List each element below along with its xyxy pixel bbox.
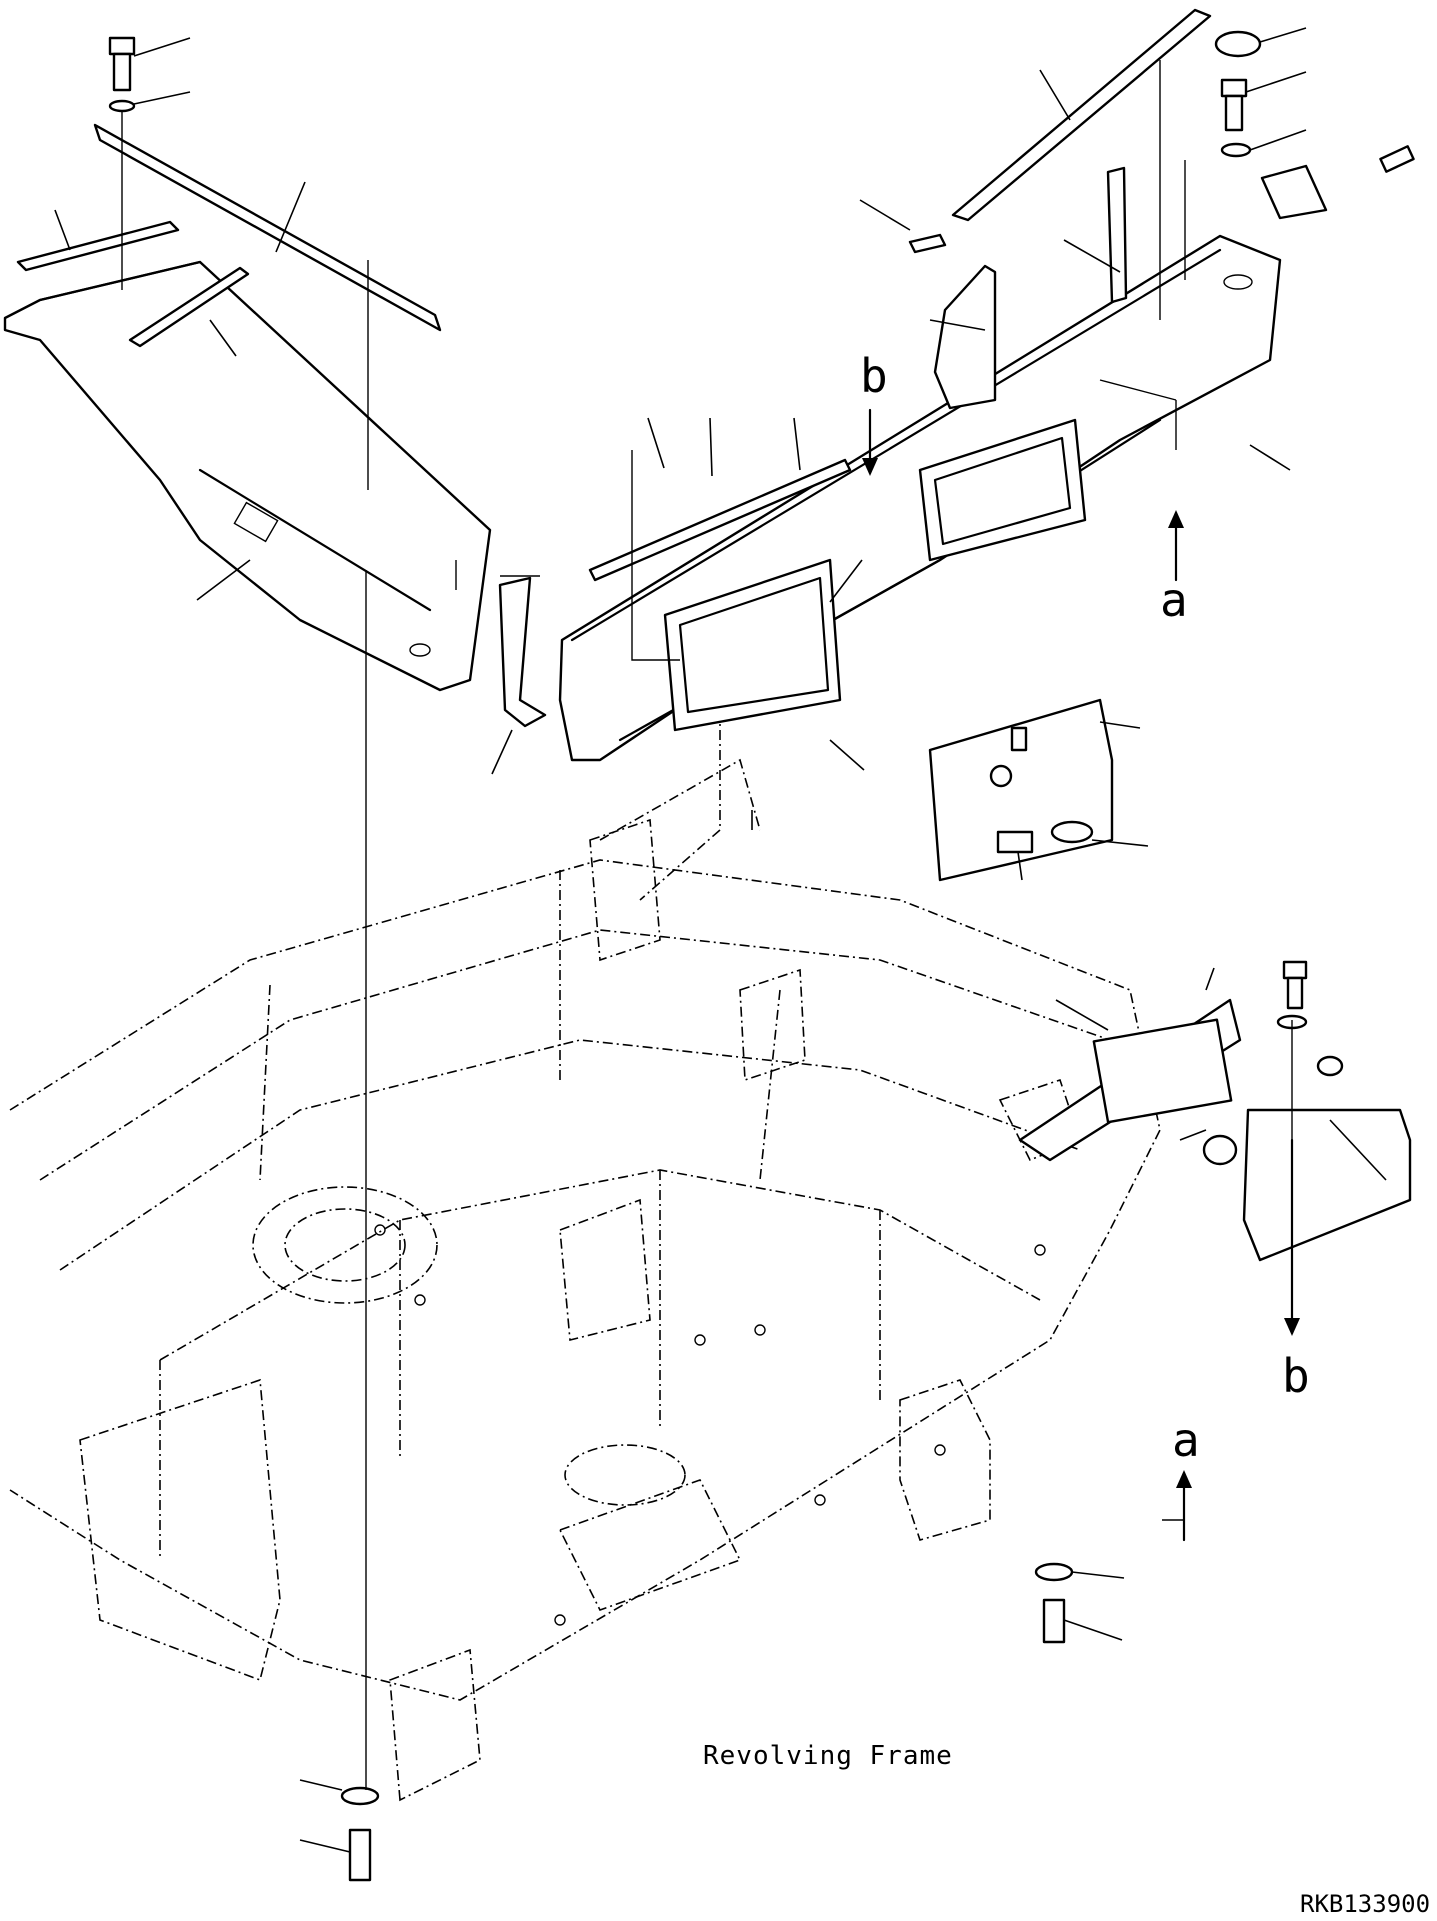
bolt-frame-lower — [299, 1779, 380, 1882]
arrow-b-upper — [862, 408, 878, 476]
arrow-label-b-upper: b — [860, 349, 888, 403]
cap-top-right — [1214, 27, 1307, 58]
arrow-label-a-upper: a — [1160, 573, 1188, 627]
drawing-code: RKB133900 — [1300, 1890, 1430, 1918]
arrow-label-a-lower: a — [1172, 1413, 1200, 1467]
arrow-a-lower — [1176, 1470, 1192, 1542]
latch-bracket-top-right — [1260, 145, 1415, 220]
rear-top-strip — [588, 8, 1212, 582]
bolt-frame-right — [1034, 1562, 1125, 1644]
bolt-top-left — [108, 36, 191, 113]
door-panel-upper — [928, 698, 1149, 882]
left-side-cover — [3, 260, 492, 692]
rear-cover — [558, 234, 1282, 762]
door-panel-lower — [1018, 960, 1412, 1262]
frame-label: Revolving Frame — [703, 1741, 953, 1771]
leader-lines — [54, 69, 1387, 1181]
datum-lines — [121, 60, 1293, 1790]
left-bracket — [498, 576, 547, 728]
arrow-a-upper — [1168, 510, 1184, 582]
arrow-b-lower — [1284, 1138, 1300, 1336]
bolt-top-right — [1220, 71, 1307, 158]
arrow-label-b-lower: b — [1282, 1349, 1310, 1403]
left-upper-strip — [16, 123, 442, 348]
